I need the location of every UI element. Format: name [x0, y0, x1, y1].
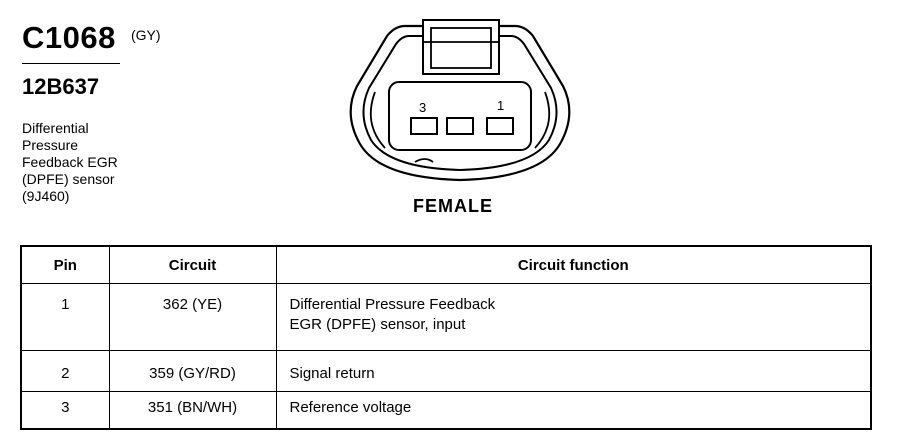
- pin-cavity-block: [388, 81, 532, 151]
- circuit-cell: 362 (YE): [108, 283, 277, 351]
- circuit-function-line: EGR (DPFE) sensor, input: [289, 316, 466, 333]
- table-row: 1 362 (YE) Differential Pressure Feedbac…: [20, 283, 872, 351]
- description-line: (9J460): [22, 188, 70, 204]
- circuit-function-cell: Differential Pressure Feedback EGR (DPFE…: [275, 283, 872, 351]
- description-line: Pressure: [22, 137, 79, 153]
- pin-table: Pin Circuit Circuit function 1 362 (YE) …: [20, 245, 872, 430]
- part-number: 12B637: [22, 74, 100, 99]
- circuit-function: Reference voltage: [290, 392, 871, 418]
- circuit-value: 359 (GY/RD): [149, 365, 236, 382]
- circuit-function: Differential Pressure Feedback EGR (DPFE…: [290, 284, 871, 335]
- circuit-function-line: Reference voltage: [289, 399, 412, 416]
- guide-curve-left: [369, 91, 386, 149]
- column-header-pin: Pin: [20, 245, 110, 284]
- circuit-cell: 351 (BN/WH): [108, 391, 277, 430]
- pin-cavity-3: [410, 117, 438, 135]
- guide-curve-right: [534, 91, 551, 149]
- circuit-value: 351 (BN/WH): [147, 399, 238, 416]
- column-header-circuit: Circuit: [108, 245, 277, 284]
- column-header-circuit-function: Circuit function: [275, 245, 872, 284]
- pin-number: 2: [61, 365, 70, 382]
- connector-color-code: (GY): [131, 27, 161, 43]
- connector-description: Differential Pressure Feedback EGR (DPFE…: [22, 120, 182, 205]
- description-line: (DPFE) sensor: [22, 171, 115, 187]
- pin-cell: 1: [20, 283, 110, 351]
- keying-notch: [414, 158, 434, 163]
- connector-id: C1068: [22, 20, 116, 55]
- pin-number: 1: [61, 296, 70, 313]
- connector-gender-label: FEMALE: [413, 196, 493, 216]
- circuit-cell: 359 (GY/RD): [108, 350, 277, 392]
- pin-cell: 3: [20, 391, 110, 430]
- connector-shell-inner: [362, 35, 558, 172]
- description-line: Feedback EGR: [22, 154, 118, 170]
- id-divider: [22, 63, 120, 64]
- locking-tab-inner: [430, 27, 492, 69]
- table-row: 3 351 (BN/WH) Reference voltage: [20, 391, 872, 430]
- table-row: 2 359 (GY/RD) Signal return: [20, 350, 872, 392]
- pin-label-3: 3: [419, 100, 426, 115]
- description-line: Differential: [22, 120, 89, 136]
- circuit-function-line: Signal return: [289, 365, 375, 382]
- circuit-function: Signal return: [290, 351, 871, 384]
- pin-cell: 2: [20, 350, 110, 392]
- pin-label-1: 1: [497, 98, 504, 113]
- pin-cavity-1: [486, 117, 514, 135]
- pin-number: 3: [61, 399, 70, 416]
- circuit-function-cell: Reference voltage: [275, 391, 872, 430]
- table-header-row: Pin Circuit Circuit function: [20, 245, 872, 284]
- circuit-value: 362 (YE): [162, 296, 223, 313]
- circuit-function-line: Differential Pressure Feedback: [289, 296, 496, 313]
- connector-face-svg: 3 1: [349, 19, 571, 182]
- circuit-function-cell: Signal return: [275, 350, 872, 392]
- connector-face-diagram: 3 1: [345, 14, 575, 184]
- pin-cavity-2: [446, 117, 474, 135]
- connector-shell-outer: [349, 24, 571, 182]
